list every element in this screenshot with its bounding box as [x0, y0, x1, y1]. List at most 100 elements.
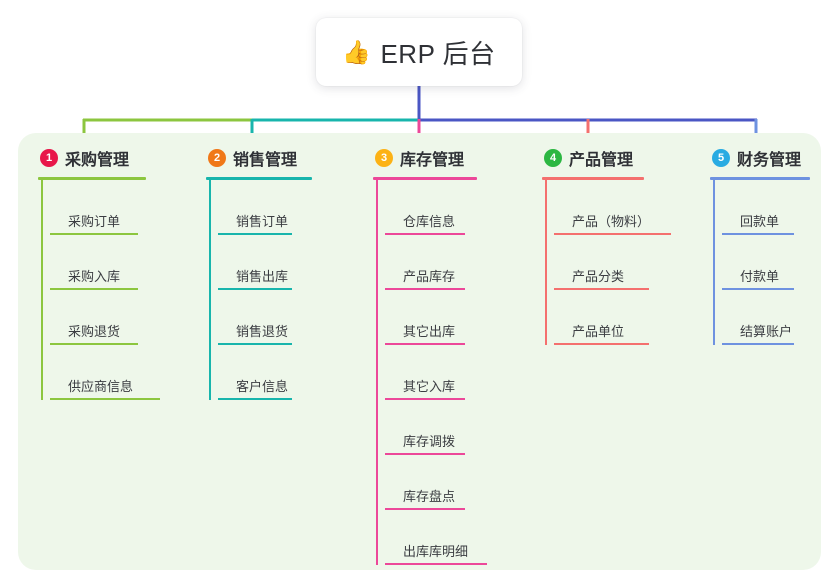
branch-item-underline — [722, 233, 794, 235]
branch-item[interactable]: 采购退货 — [50, 290, 146, 345]
branch-column-4: 4 产品管理产品（物料） 产品分类产品单位 — [542, 145, 671, 345]
branch-header-4[interactable]: 4 产品管理 — [542, 145, 650, 171]
branch-item[interactable]: 产品单位 — [554, 290, 650, 345]
branch-item-label: 产品库存 — [403, 269, 456, 284]
branch-item-label: 产品（物料） — [572, 214, 651, 229]
branch-header-1[interactable]: 1 采购管理 — [38, 145, 146, 171]
branch-item[interactable]: 回款单 — [722, 180, 810, 235]
branch-underline-4 — [542, 177, 644, 180]
branch-badge-3: 3 — [375, 149, 393, 167]
branch-item-underline — [218, 398, 292, 400]
branches-panel — [18, 133, 821, 570]
branch-rail-1 — [41, 180, 43, 400]
root-node-label: ERP 后台 — [380, 38, 496, 69]
branch-items-5: 回款单付款单结算账户 — [710, 180, 810, 345]
branch-item[interactable]: 产品库存 — [385, 235, 477, 290]
branch-title-4: 产品管理 — [569, 152, 634, 169]
branch-header-3[interactable]: 3 库存管理 — [373, 145, 477, 171]
branch-item[interactable]: 供应商信息 — [50, 345, 160, 400]
branch-item-label: 采购订单 — [68, 214, 121, 229]
branch-item-underline — [50, 343, 138, 345]
branch-item[interactable]: 产品分类 — [554, 235, 650, 290]
branch-item[interactable]: 采购订单 — [50, 180, 146, 235]
branch-column-5: 5 财务管理回款单付款单结算账户 — [710, 145, 810, 345]
branch-item-label: 销售订单 — [236, 214, 289, 229]
branch-title-2: 销售管理 — [233, 152, 298, 169]
branch-item[interactable]: 库存盘点 — [385, 455, 477, 510]
branch-rail-5 — [713, 180, 715, 345]
branch-item-underline — [385, 508, 465, 510]
root-node-title: 👍 ERP 后台 — [342, 34, 495, 71]
branch-badge-4: 4 — [544, 149, 562, 167]
branch-item[interactable]: 其它出库 — [385, 290, 477, 345]
branch-items-2: 销售订单销售出库销售退货客户信息 — [206, 180, 312, 400]
branch-item-underline — [385, 453, 465, 455]
branch-item-label: 回款单 — [740, 214, 780, 229]
branch-column-2: 2 销售管理销售订单销售出库销售退货客户信息 — [206, 145, 312, 400]
branch-item-label: 库存调拨 — [403, 434, 456, 449]
branch-items-3: 仓库信息产品库存其它出库其它入库库存调拨库存盘点出库库明细 — [373, 180, 487, 565]
branch-item-label: 采购退货 — [68, 324, 121, 339]
branch-item-label: 其它入库 — [403, 379, 456, 394]
branch-rail-4 — [545, 180, 547, 345]
branch-item-label: 库存盘点 — [403, 489, 456, 504]
branch-item-underline — [385, 398, 465, 400]
branch-item[interactable]: 仓库信息 — [385, 180, 477, 235]
branch-badge-1: 1 — [40, 149, 58, 167]
root-node-card[interactable]: 👍 ERP 后台 — [316, 18, 522, 86]
branch-item-underline — [218, 288, 292, 290]
branch-title-1: 采购管理 — [65, 152, 130, 169]
branch-item-underline — [50, 398, 160, 400]
branch-item[interactable]: 销售订单 — [218, 180, 312, 235]
branch-item-underline — [722, 288, 794, 290]
branch-underline-5 — [710, 177, 810, 180]
branch-header-5[interactable]: 5 财务管理 — [710, 145, 810, 171]
branch-item[interactable]: 库存调拨 — [385, 400, 477, 455]
branch-item[interactable]: 采购入库 — [50, 235, 146, 290]
branch-item-underline — [218, 233, 292, 235]
branch-badge-5: 5 — [712, 149, 730, 167]
branch-item-underline — [50, 288, 138, 290]
branch-item[interactable]: 结算账户 — [722, 290, 810, 345]
branch-item[interactable]: 其它入库 — [385, 345, 477, 400]
branch-item[interactable]: 销售出库 — [218, 235, 312, 290]
branch-item-underline — [385, 288, 465, 290]
branch-item-label: 结算账户 — [740, 324, 793, 339]
branch-underline-2 — [206, 177, 312, 180]
branch-item-label: 销售出库 — [236, 269, 289, 284]
branch-item-underline — [218, 343, 292, 345]
branch-column-3: 3 库存管理仓库信息产品库存其它出库其它入库库存调拨库存盘点出库库明细 — [373, 145, 487, 565]
branch-header-2[interactable]: 2 销售管理 — [206, 145, 312, 171]
branch-item[interactable]: 销售退货 — [218, 290, 312, 345]
branch-column-1: 1 采购管理采购订单采购入库采购退货供应商信息 — [38, 145, 160, 400]
branch-item[interactable]: 客户信息 — [218, 345, 312, 400]
branch-item-label: 供应商信息 — [68, 379, 134, 394]
branch-item-label: 出库库明细 — [403, 544, 469, 559]
branch-item-underline — [722, 343, 794, 345]
branch-item[interactable]: 产品（物料） — [554, 180, 671, 235]
branch-item-label: 客户信息 — [236, 379, 289, 394]
branch-item-label: 仓库信息 — [403, 214, 456, 229]
branch-title-3: 库存管理 — [400, 152, 465, 169]
branch-item-label: 付款单 — [740, 269, 780, 284]
branch-item-underline — [50, 233, 138, 235]
branch-item-label: 采购入库 — [68, 269, 121, 284]
branch-item-underline — [385, 233, 465, 235]
branch-badge-2: 2 — [208, 149, 226, 167]
branch-item[interactable]: 付款单 — [722, 235, 810, 290]
branch-item-underline — [554, 233, 671, 235]
branch-rail-2 — [209, 180, 211, 400]
branch-underline-3 — [373, 177, 477, 180]
branch-item-label: 其它出库 — [403, 324, 456, 339]
branch-item[interactable]: 出库库明细 — [385, 510, 487, 565]
branch-item-underline — [554, 288, 649, 290]
branch-underline-1 — [38, 177, 146, 180]
branch-items-4: 产品（物料） 产品分类产品单位 — [542, 180, 671, 345]
branch-item-label: 销售退货 — [236, 324, 289, 339]
branch-item-label: 产品分类 — [572, 269, 625, 284]
branch-items-1: 采购订单采购入库采购退货供应商信息 — [38, 180, 160, 400]
branch-item-label: 产品单位 — [572, 324, 625, 339]
branch-title-5: 财务管理 — [737, 152, 802, 169]
thumbs-up-icon: 👍 — [342, 38, 372, 65]
